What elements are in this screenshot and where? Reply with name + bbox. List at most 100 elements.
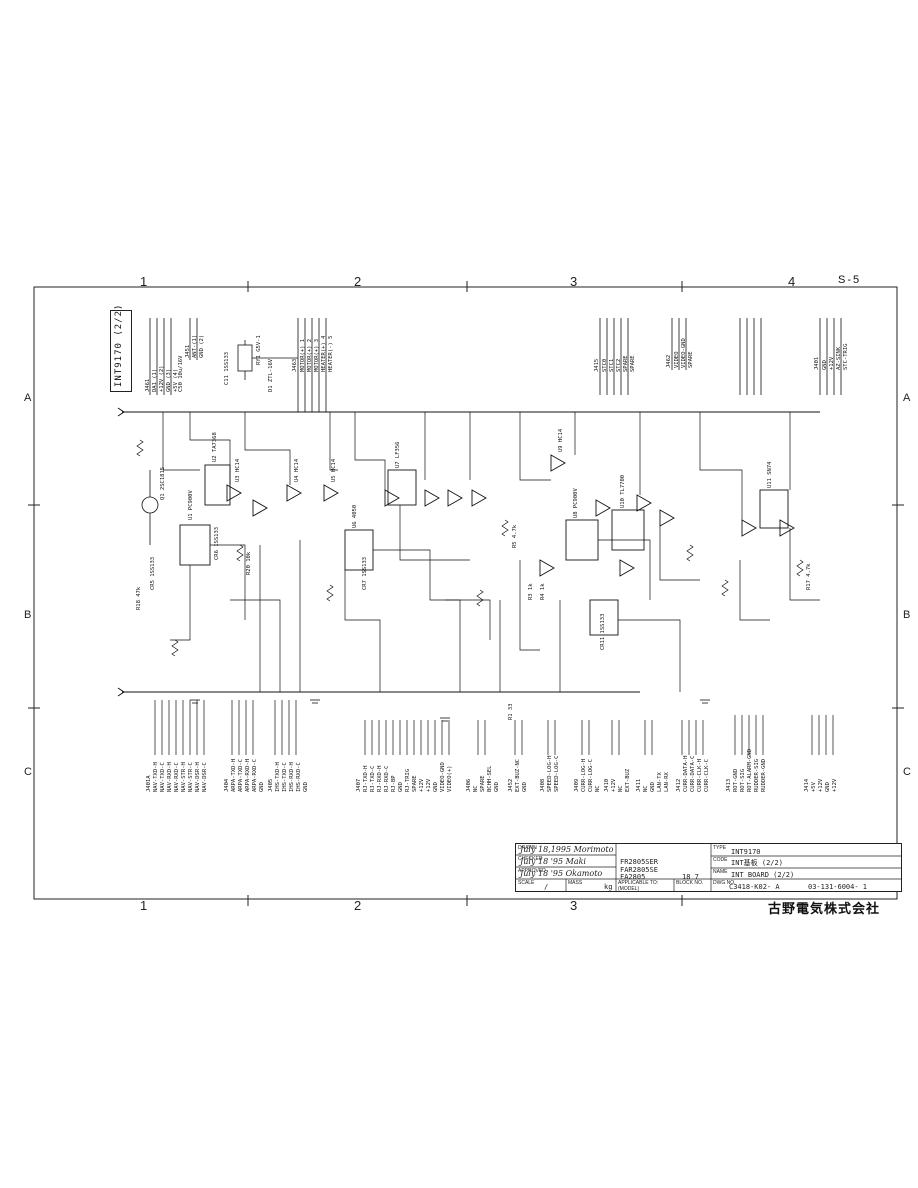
connector-pin: IHS-TXD-C bbox=[282, 762, 288, 792]
type-label: TYPE bbox=[713, 845, 727, 851]
connector-j410-label: J410 bbox=[604, 778, 610, 792]
title-block: DRAWN July 18,1995 Morimoto CHECKED July… bbox=[515, 843, 902, 892]
connector-pin: RJ-RXD-C bbox=[384, 765, 390, 793]
connector-j405-label: J405 bbox=[268, 778, 274, 792]
connector-pin: SPEED-LOG-C bbox=[554, 755, 560, 792]
connector-pin: ROT-ALARM-GND bbox=[747, 748, 753, 792]
zone-column-3-top: 3 bbox=[570, 274, 578, 289]
component-label: U10 TL7700 bbox=[620, 474, 626, 508]
connector-pin: BCHH-SEL bbox=[487, 765, 493, 793]
component-label: U11 SN74 bbox=[767, 461, 773, 489]
dwg-value: C3418-K02- A bbox=[729, 883, 780, 891]
zone-row-b-left: B bbox=[24, 609, 32, 621]
connector-pin: NAV-TXD-C bbox=[160, 762, 166, 792]
connector-pin: CURR-CLK-C bbox=[704, 758, 710, 792]
scale-label: SCALE bbox=[518, 880, 535, 886]
document-number: 03-131-6004- 1 bbox=[808, 883, 868, 891]
connector-j463-label: J463 bbox=[292, 358, 298, 372]
connector-pin: IHS-RXD-C bbox=[296, 762, 302, 792]
connector-j415-pin: STC2 bbox=[616, 358, 622, 372]
company-name: 古野電気株式会社 bbox=[768, 902, 881, 917]
component-label: CR7 1SS133 bbox=[362, 556, 368, 590]
scale-value: / bbox=[544, 883, 549, 891]
connector-j413-label: J413 bbox=[726, 778, 732, 792]
component-label: U8 PC900V bbox=[573, 488, 579, 518]
connector-pin: NAV-RXD-H bbox=[167, 762, 173, 792]
sheet-tag: INT9170 (2/2) bbox=[114, 303, 124, 387]
connector-pin: EXT-BUZ-NC bbox=[515, 758, 521, 792]
title-block-grid bbox=[516, 844, 901, 891]
connector-pin: SPARE bbox=[412, 775, 418, 792]
code-value: INT基板 (2/2) bbox=[731, 859, 783, 867]
connector-j401-pin: +12V bbox=[829, 356, 835, 370]
connector-j462-label: J462 bbox=[666, 354, 672, 368]
connector-pin: LAN-RX bbox=[664, 772, 670, 792]
component-label: R20 10k bbox=[246, 551, 252, 575]
connector-j462-pin: VIDEO bbox=[674, 351, 680, 368]
component-label: U3 HC14 bbox=[235, 458, 241, 482]
connector-pin: +12V bbox=[419, 778, 425, 792]
connector-pin: RJ-RXD-H bbox=[377, 765, 383, 793]
connector-j451-pin: GND (2) bbox=[199, 334, 205, 358]
component-label: CR5 1SS133 bbox=[150, 556, 156, 590]
checked-label: CHECKED bbox=[518, 856, 543, 862]
connector-pin: CURR-LOG-H bbox=[581, 758, 587, 792]
connector-j462-pin: SPARE bbox=[688, 351, 694, 368]
sheet-tag-box: INT9170 (2/2) bbox=[110, 304, 132, 392]
approved-value: July 18 '95 Okamoto bbox=[520, 869, 603, 878]
connector-pin: GND bbox=[825, 782, 831, 792]
connector-j463-pin: MOTOR(+) 1 bbox=[300, 338, 306, 372]
zone-row-a-left: A bbox=[24, 392, 32, 404]
connector-pin: +12V bbox=[832, 778, 838, 792]
component-label: U2 TA7368 bbox=[212, 432, 218, 462]
component-label: D1 ZTL-16V bbox=[268, 358, 274, 392]
connector-pin: NC bbox=[595, 785, 601, 792]
component-label: R18 47k bbox=[136, 586, 142, 610]
connector-pin: NAV-DSR-C bbox=[202, 762, 208, 792]
connector-pin: RUDDER-GND bbox=[761, 758, 767, 792]
connector-j412-label: J412 bbox=[676, 778, 682, 792]
connector-pin: CURR-LOG-C bbox=[588, 758, 594, 792]
connector-pin: NAV-STR-H bbox=[181, 762, 187, 792]
connector-j461-label: J461 bbox=[145, 378, 151, 392]
connector-pin: GND bbox=[522, 782, 528, 792]
connector-pin: SPARE bbox=[480, 775, 486, 792]
component-label: U9 HC14 bbox=[558, 428, 564, 452]
checked-value: July 18 '95 Maki bbox=[520, 857, 586, 866]
connector-pin: NC bbox=[618, 785, 624, 792]
model-1: FR2805SER bbox=[620, 858, 658, 866]
connector-pin: NAV-DSR-H bbox=[195, 762, 201, 792]
connector-j463-pin: MOTOR(+) 3 bbox=[314, 338, 320, 372]
connector-pin: GND bbox=[494, 782, 500, 792]
connector-j407-label: J407 bbox=[356, 778, 362, 792]
component-label: CR11 1SS133 bbox=[600, 613, 606, 650]
connector-pin: GND bbox=[259, 782, 265, 792]
connector-j401-pin: GND bbox=[822, 360, 828, 370]
connector-pin: CURR-DATA-H bbox=[683, 755, 689, 792]
connector-pin: RJ-TXD-C bbox=[370, 765, 376, 793]
transistor-q1 bbox=[141, 496, 159, 514]
connector-j461-pin: +12V (2) bbox=[159, 365, 165, 393]
connector-j415-label: J415 bbox=[594, 358, 600, 372]
connector-pin: CURR-DATA-C bbox=[690, 755, 696, 792]
dwg-label: DWG NO. bbox=[713, 880, 736, 886]
connector-pin: NC bbox=[643, 785, 649, 792]
connector-pin: GND bbox=[303, 782, 309, 792]
connector-pin: ARPA-RXD-H bbox=[245, 758, 251, 792]
connector-pin: ARPA-RXD-C bbox=[252, 758, 258, 792]
zone-column-1-top: 1 bbox=[140, 274, 148, 289]
relay-ry1 bbox=[237, 344, 253, 372]
connector-pin: IHS-RXD-H bbox=[289, 762, 295, 792]
name-label: NAME bbox=[713, 869, 728, 875]
zone-column-4-top: 4 bbox=[788, 274, 796, 289]
mass-value: kg bbox=[604, 883, 613, 891]
component-label: CR6 1SS133 bbox=[214, 526, 220, 560]
component-label: C11 1SS133 bbox=[224, 351, 230, 385]
applicable-label: APPLICABLE TO: bbox=[618, 880, 659, 886]
approved-label: APPROVED bbox=[518, 868, 546, 874]
connector-j404-label: J404 bbox=[224, 778, 230, 792]
connector-j411-label: J411 bbox=[636, 778, 642, 792]
connector-j461-pin: GND (3) bbox=[166, 368, 172, 392]
connector-pin: NAV-TXD-H bbox=[153, 762, 159, 792]
connector-j463-pin: MOTOR(+) 2 bbox=[307, 338, 313, 372]
